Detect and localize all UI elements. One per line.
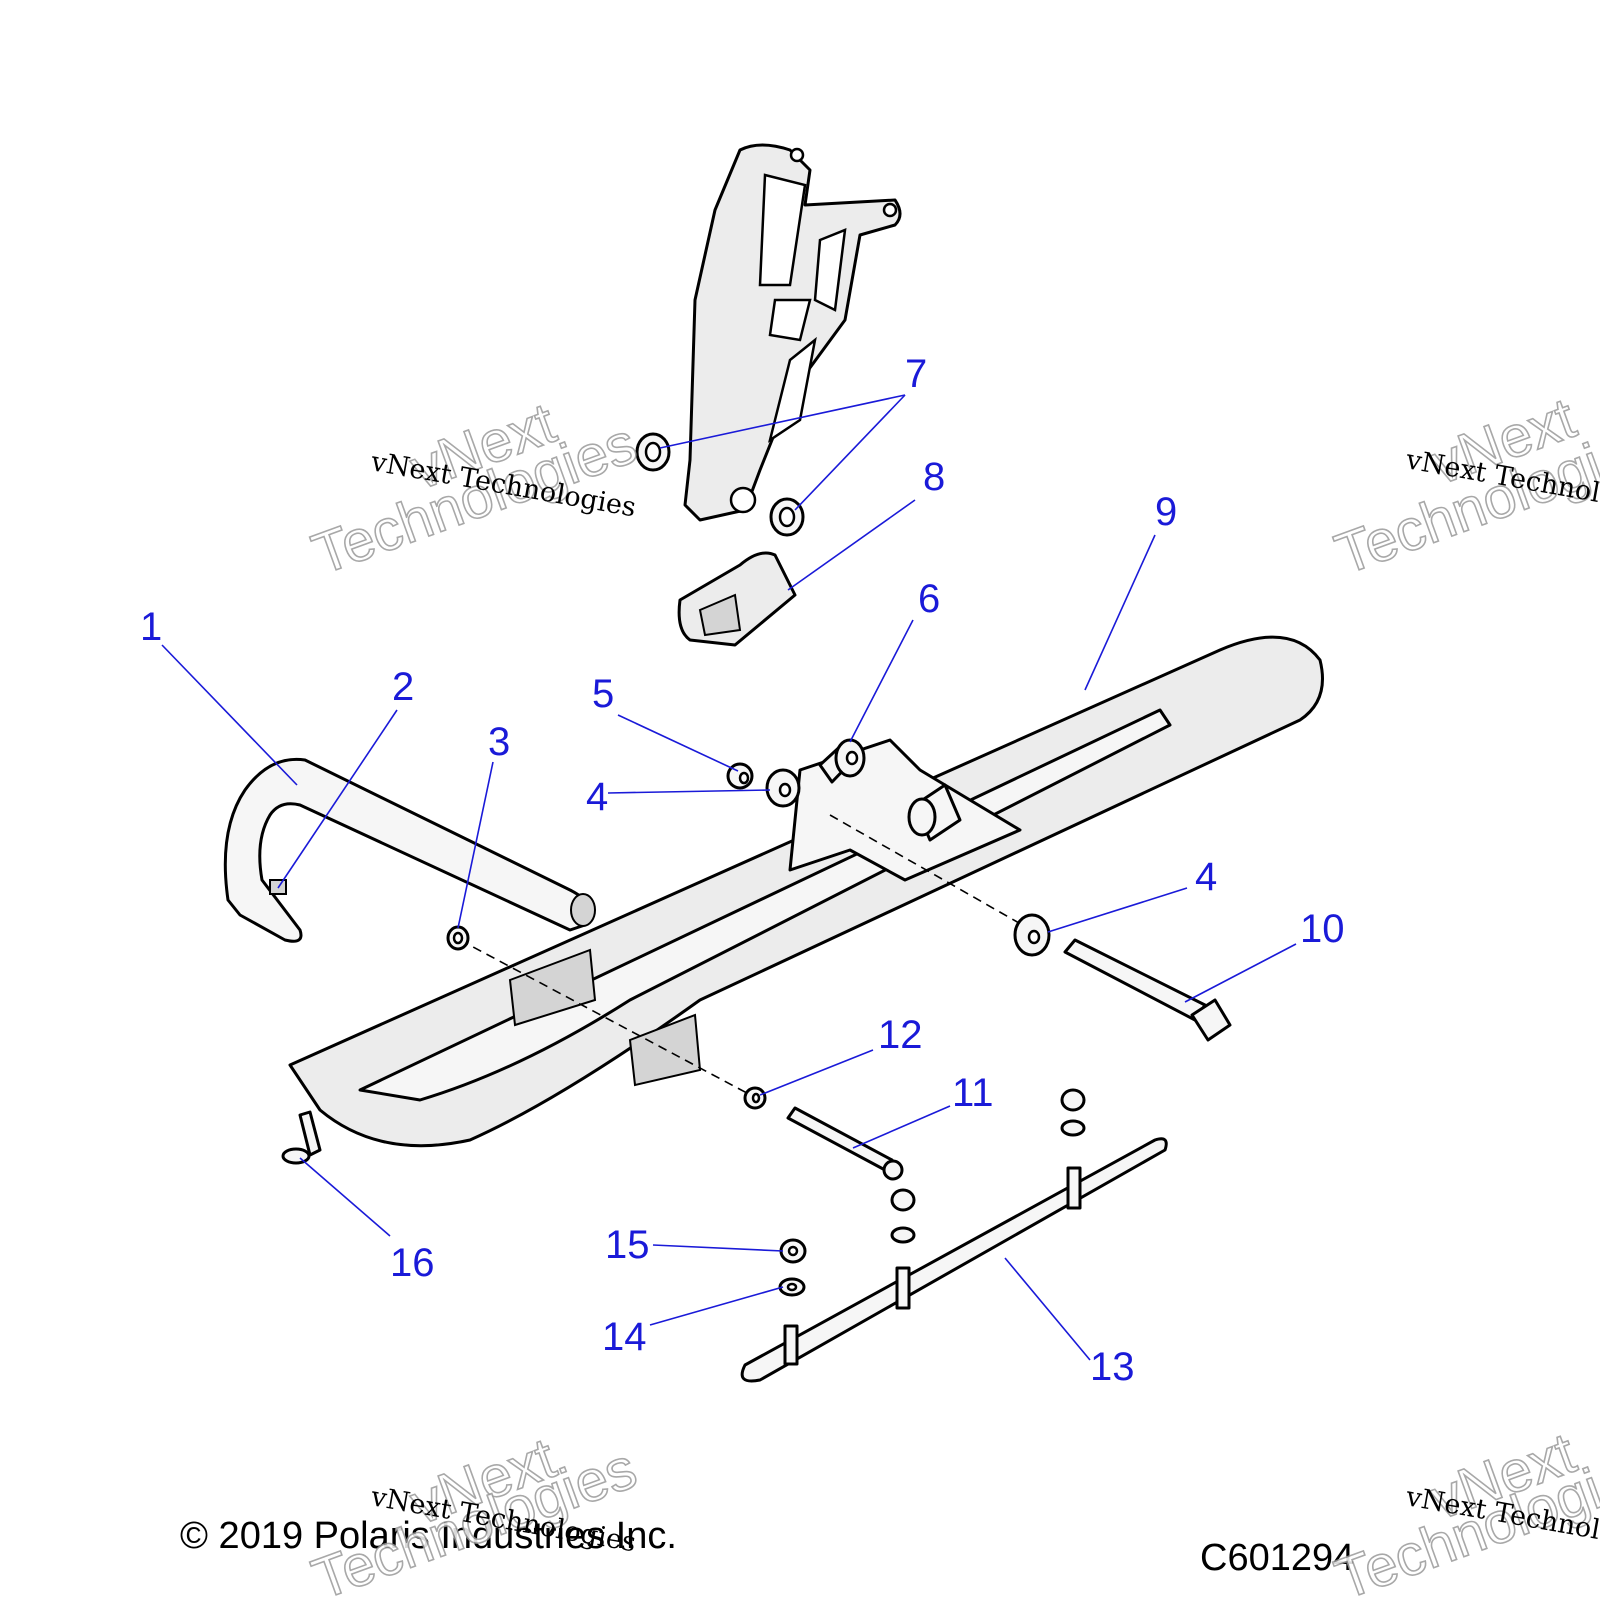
callout-4-lower: 4 [1195,855,1217,899]
callout-3: 3 [488,720,510,764]
callout-1: 1 [140,605,162,649]
callout-13: 13 [1090,1345,1135,1389]
callout-5: 5 [592,672,614,716]
runner-nut-2 [890,1188,916,1244]
callout-11: 11 [952,1071,994,1115]
bushing-upper [635,432,671,472]
callout-10: 10 [1300,907,1345,951]
bushing-pin-mount [907,783,962,842]
front-nut [446,925,470,951]
watermark-bottom-right: vNext Technologies vNext Technologies [1326,1420,1600,1600]
callout-4-upper: 4 [586,775,608,819]
copyright-text: © 2019 Polaris Industries Inc. [180,1515,677,1557]
callout-9: 9 [1155,490,1177,534]
callout-2: 2 [392,665,414,709]
carbide-bolt [786,1106,904,1181]
callout-14: 14 [602,1315,647,1359]
carbide-nut [779,1238,807,1264]
callout-8: 8 [923,455,945,499]
ski-body [288,635,1324,1148]
watermark-mid-right: vNext Technologies vNext Technologies [1326,385,1600,588]
bushing-lower [769,497,805,537]
callout-7: 7 [905,352,927,396]
watermark-bottom-left: vNext Technologies vNext Technologies [303,1425,645,1600]
small-washer [743,1086,767,1110]
carbide-runner [740,1137,1168,1383]
spindle-bolt [1063,938,1232,1042]
washer-lower [1013,913,1051,957]
figure-code: C601294 [1200,1537,1354,1579]
callout-6: 6 [918,577,940,621]
axis-front [459,939,761,1101]
ski-loop-handle [223,757,596,943]
axis-rear [829,814,1041,936]
ski-bumper [677,551,797,647]
watermark-mid-left: vNext Technologies vNext Technologies [303,390,645,588]
washer-upper [765,768,801,808]
callout-15: 15 [605,1223,650,1267]
pivot-pin [818,738,866,784]
callout-16: 16 [390,1241,435,1285]
leader-lines [161,394,1297,1361]
ski-rivet [281,1110,322,1165]
spindle-bracket [683,143,902,522]
carbide-washer [778,1277,806,1297]
callout-labels: 1 2 3 4 5 6 7 8 9 4 10 12 11 15 14 13 16 [140,352,1345,1389]
runner-nut-1 [1060,1088,1086,1137]
callout-12: 12 [878,1013,923,1057]
